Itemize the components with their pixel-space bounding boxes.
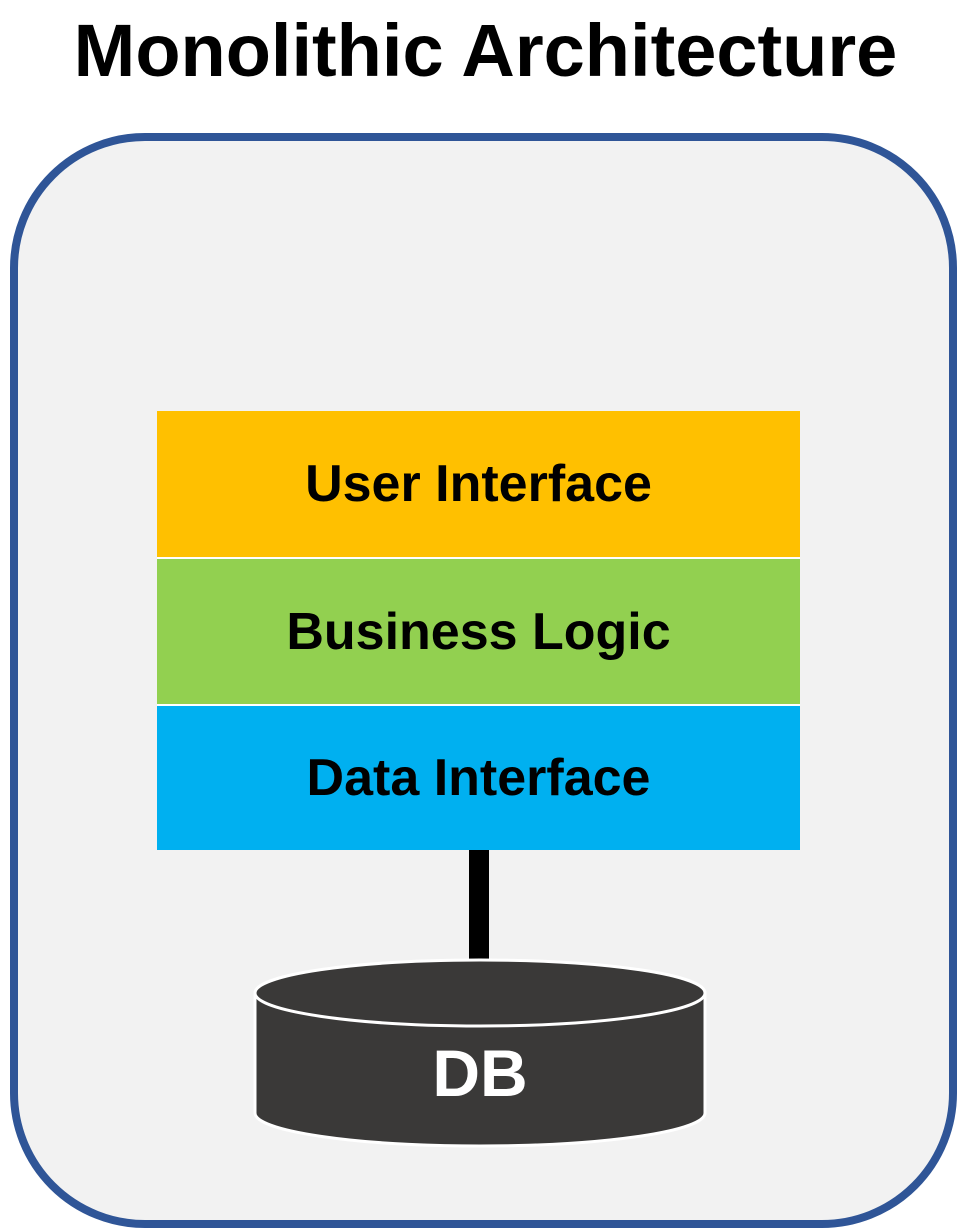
diagram-title: Monolithic Architecture	[73, 9, 898, 92]
database-cylinder: DB	[250, 958, 710, 1150]
db-connector-line	[469, 850, 489, 965]
database-top	[253, 958, 707, 1028]
layer-data-interface: Data Interface	[157, 704, 800, 850]
layer-business-logic: Business Logic	[157, 557, 800, 704]
database-label: DB	[432, 1036, 528, 1110]
layer-user-interface: User Interface	[157, 411, 800, 557]
database-icon	[253, 958, 707, 1148]
database-body	[253, 991, 707, 1148]
